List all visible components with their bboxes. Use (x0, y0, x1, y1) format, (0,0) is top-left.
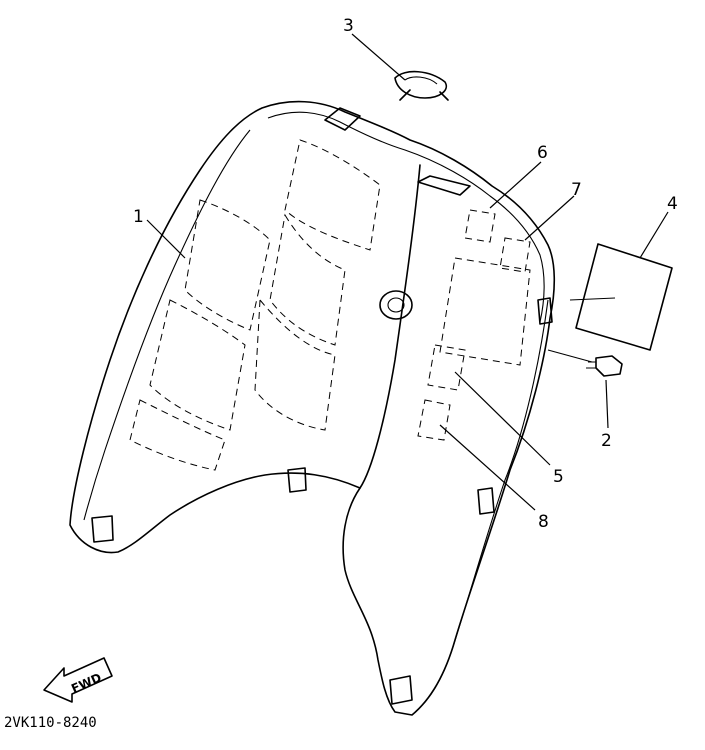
leg-shield-panel (69, 100, 556, 716)
callout-1: 1 (133, 207, 144, 227)
callout-4: 4 (667, 194, 678, 214)
callout-numbers: 3 1 6 7 4 2 5 8 (133, 16, 678, 532)
leader-lines (146, 33, 669, 511)
callout-6: 6 (537, 143, 548, 163)
callout-8: 8 (538, 512, 549, 532)
diagram-code: 2VK110-8240 (4, 715, 97, 731)
callout-3: 3 (343, 16, 354, 36)
callout-5: 5 (553, 467, 564, 487)
callout-2: 2 (601, 431, 612, 451)
callout-7: 7 (571, 180, 582, 200)
screw-part-2 (547, 349, 623, 377)
cap-part-3 (394, 70, 449, 101)
fwd-arrow-icon: FWD (43, 657, 113, 703)
fwd-label: FWD (69, 670, 103, 696)
label-sheet-part-4 (569, 243, 673, 351)
